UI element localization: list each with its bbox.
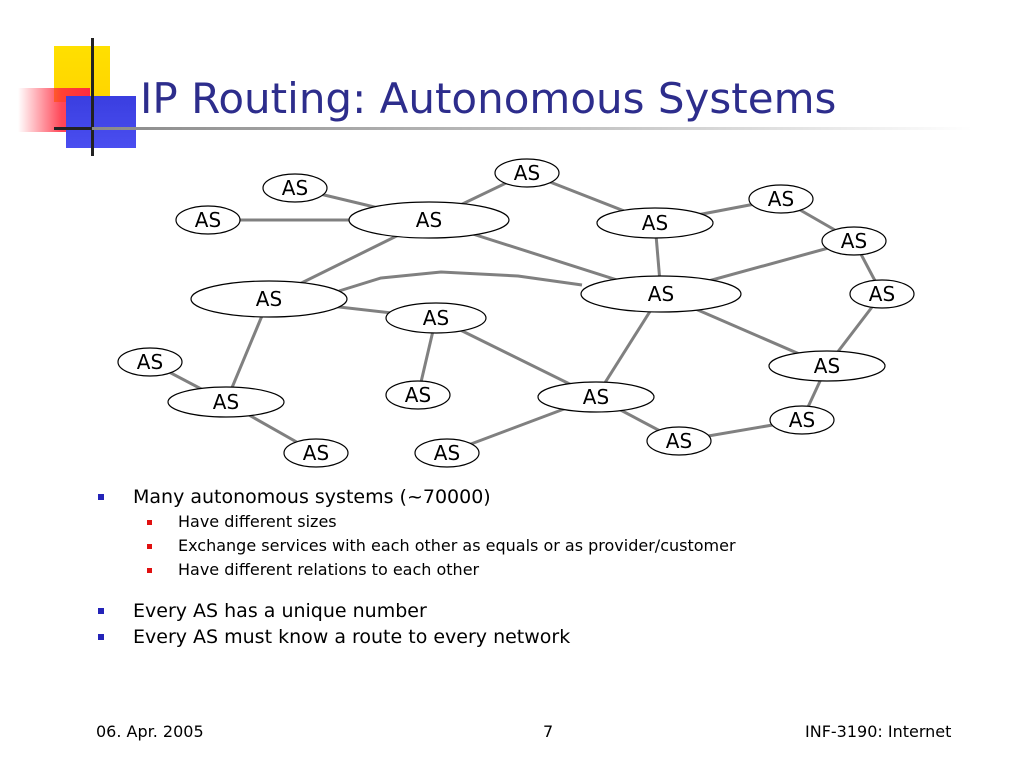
- as-node-ellipse: [167, 386, 285, 418]
- link-curved: [338, 270, 583, 293]
- bullet-many-systems: Many autonomous systems (~70000): [96, 484, 976, 510]
- as-node-6: AS: [821, 226, 887, 256]
- as-node-ellipse: [385, 302, 487, 334]
- as-node-ellipse: [175, 205, 241, 235]
- as-node-ellipse: [414, 438, 480, 468]
- logo-vertical-line: [91, 38, 94, 156]
- as-node-ellipse: [769, 405, 835, 435]
- as-node-label: AS: [789, 408, 815, 432]
- as-node-ellipse: [596, 207, 714, 239]
- as-node-label: AS: [405, 383, 431, 407]
- as-node-10: AS: [385, 302, 487, 334]
- as-node-label: AS: [514, 161, 540, 185]
- as-node-label: AS: [583, 385, 609, 409]
- as-node-2: AS: [175, 205, 241, 235]
- as-node-17: AS: [283, 438, 349, 468]
- as-node-label: AS: [416, 208, 442, 232]
- title-underline: [92, 127, 972, 130]
- as-node-label: AS: [434, 441, 460, 465]
- as-node-ellipse: [580, 275, 742, 313]
- as-node-5: AS: [596, 207, 714, 239]
- as-node-label: AS: [642, 211, 668, 235]
- as-node-label: AS: [213, 390, 239, 414]
- bullet-unique-number: Every AS has a unique number: [96, 598, 976, 624]
- slide-title: IP Routing: Autonomous Systems: [140, 74, 837, 123]
- as-node-9: AS: [849, 279, 915, 309]
- as-node-label: AS: [648, 282, 674, 306]
- as-node-ellipse: [262, 173, 328, 203]
- as-node-3: AS: [348, 201, 510, 239]
- as-node-ellipse: [117, 347, 183, 377]
- as-node-label: AS: [423, 306, 449, 330]
- as-node-14: AS: [385, 380, 451, 410]
- as-node-ellipse: [385, 380, 451, 410]
- as-node-ellipse: [768, 350, 886, 382]
- as-node-4: AS: [748, 184, 814, 214]
- as-node-ellipse: [646, 426, 712, 456]
- as-node-ellipse: [283, 438, 349, 468]
- as-node-16: AS: [769, 405, 835, 435]
- logo-blue-square: [66, 96, 136, 148]
- as-node-7: AS: [190, 280, 348, 318]
- as-node-label: AS: [869, 282, 895, 306]
- as-node-0: AS: [494, 158, 560, 188]
- as-node-label: AS: [814, 354, 840, 378]
- sub-bullet-services: Exchange services with each other as equ…: [96, 534, 976, 558]
- footer-page-number: 7: [543, 722, 554, 741]
- footer-date: 06. Apr. 2005: [96, 722, 204, 741]
- sub-bullet-relations: Have different relations to each other: [96, 558, 976, 582]
- as-node-1: AS: [262, 173, 328, 203]
- as-node-label: AS: [195, 208, 221, 232]
- as-node-ellipse: [821, 226, 887, 256]
- as-node-ellipse: [849, 279, 915, 309]
- network-nodes: AS AS AS AS AS AS AS AS AS AS AS AS AS AS AS AS AS AS AS AS: [117, 158, 915, 468]
- as-node-18: AS: [414, 438, 480, 468]
- as-node-15: AS: [537, 381, 655, 413]
- as-node-label: AS: [282, 176, 308, 200]
- as-node-ellipse: [348, 201, 510, 239]
- as-node-label: AS: [137, 350, 163, 374]
- as-node-ellipse: [537, 381, 655, 413]
- as-node-ellipse: [190, 280, 348, 318]
- bullet-list: Many autonomous systems (~70000) Have di…: [96, 484, 976, 650]
- as-node-19: AS: [646, 426, 712, 456]
- as-node-label: AS: [666, 429, 692, 453]
- as-node-label: AS: [768, 187, 794, 211]
- as-node-label: AS: [256, 287, 282, 311]
- footer-course: INF-3190: Internet: [805, 722, 952, 741]
- as-node-ellipse: [494, 158, 560, 188]
- as-node-8: AS: [580, 275, 742, 313]
- as-network-diagram: AS AS AS AS AS AS AS AS AS AS AS AS AS AS AS AS AS AS AS AS: [117, 158, 915, 468]
- as-node-label: AS: [841, 229, 867, 253]
- as-node-ellipse: [748, 184, 814, 214]
- as-node-12: AS: [768, 350, 886, 382]
- as-node-label: AS: [303, 441, 329, 465]
- as-node-13: AS: [167, 386, 285, 418]
- as-node-11: AS: [117, 347, 183, 377]
- bullet-know-route: Every AS must know a route to every netw…: [96, 624, 976, 650]
- sub-bullet-sizes: Have different sizes: [96, 510, 976, 534]
